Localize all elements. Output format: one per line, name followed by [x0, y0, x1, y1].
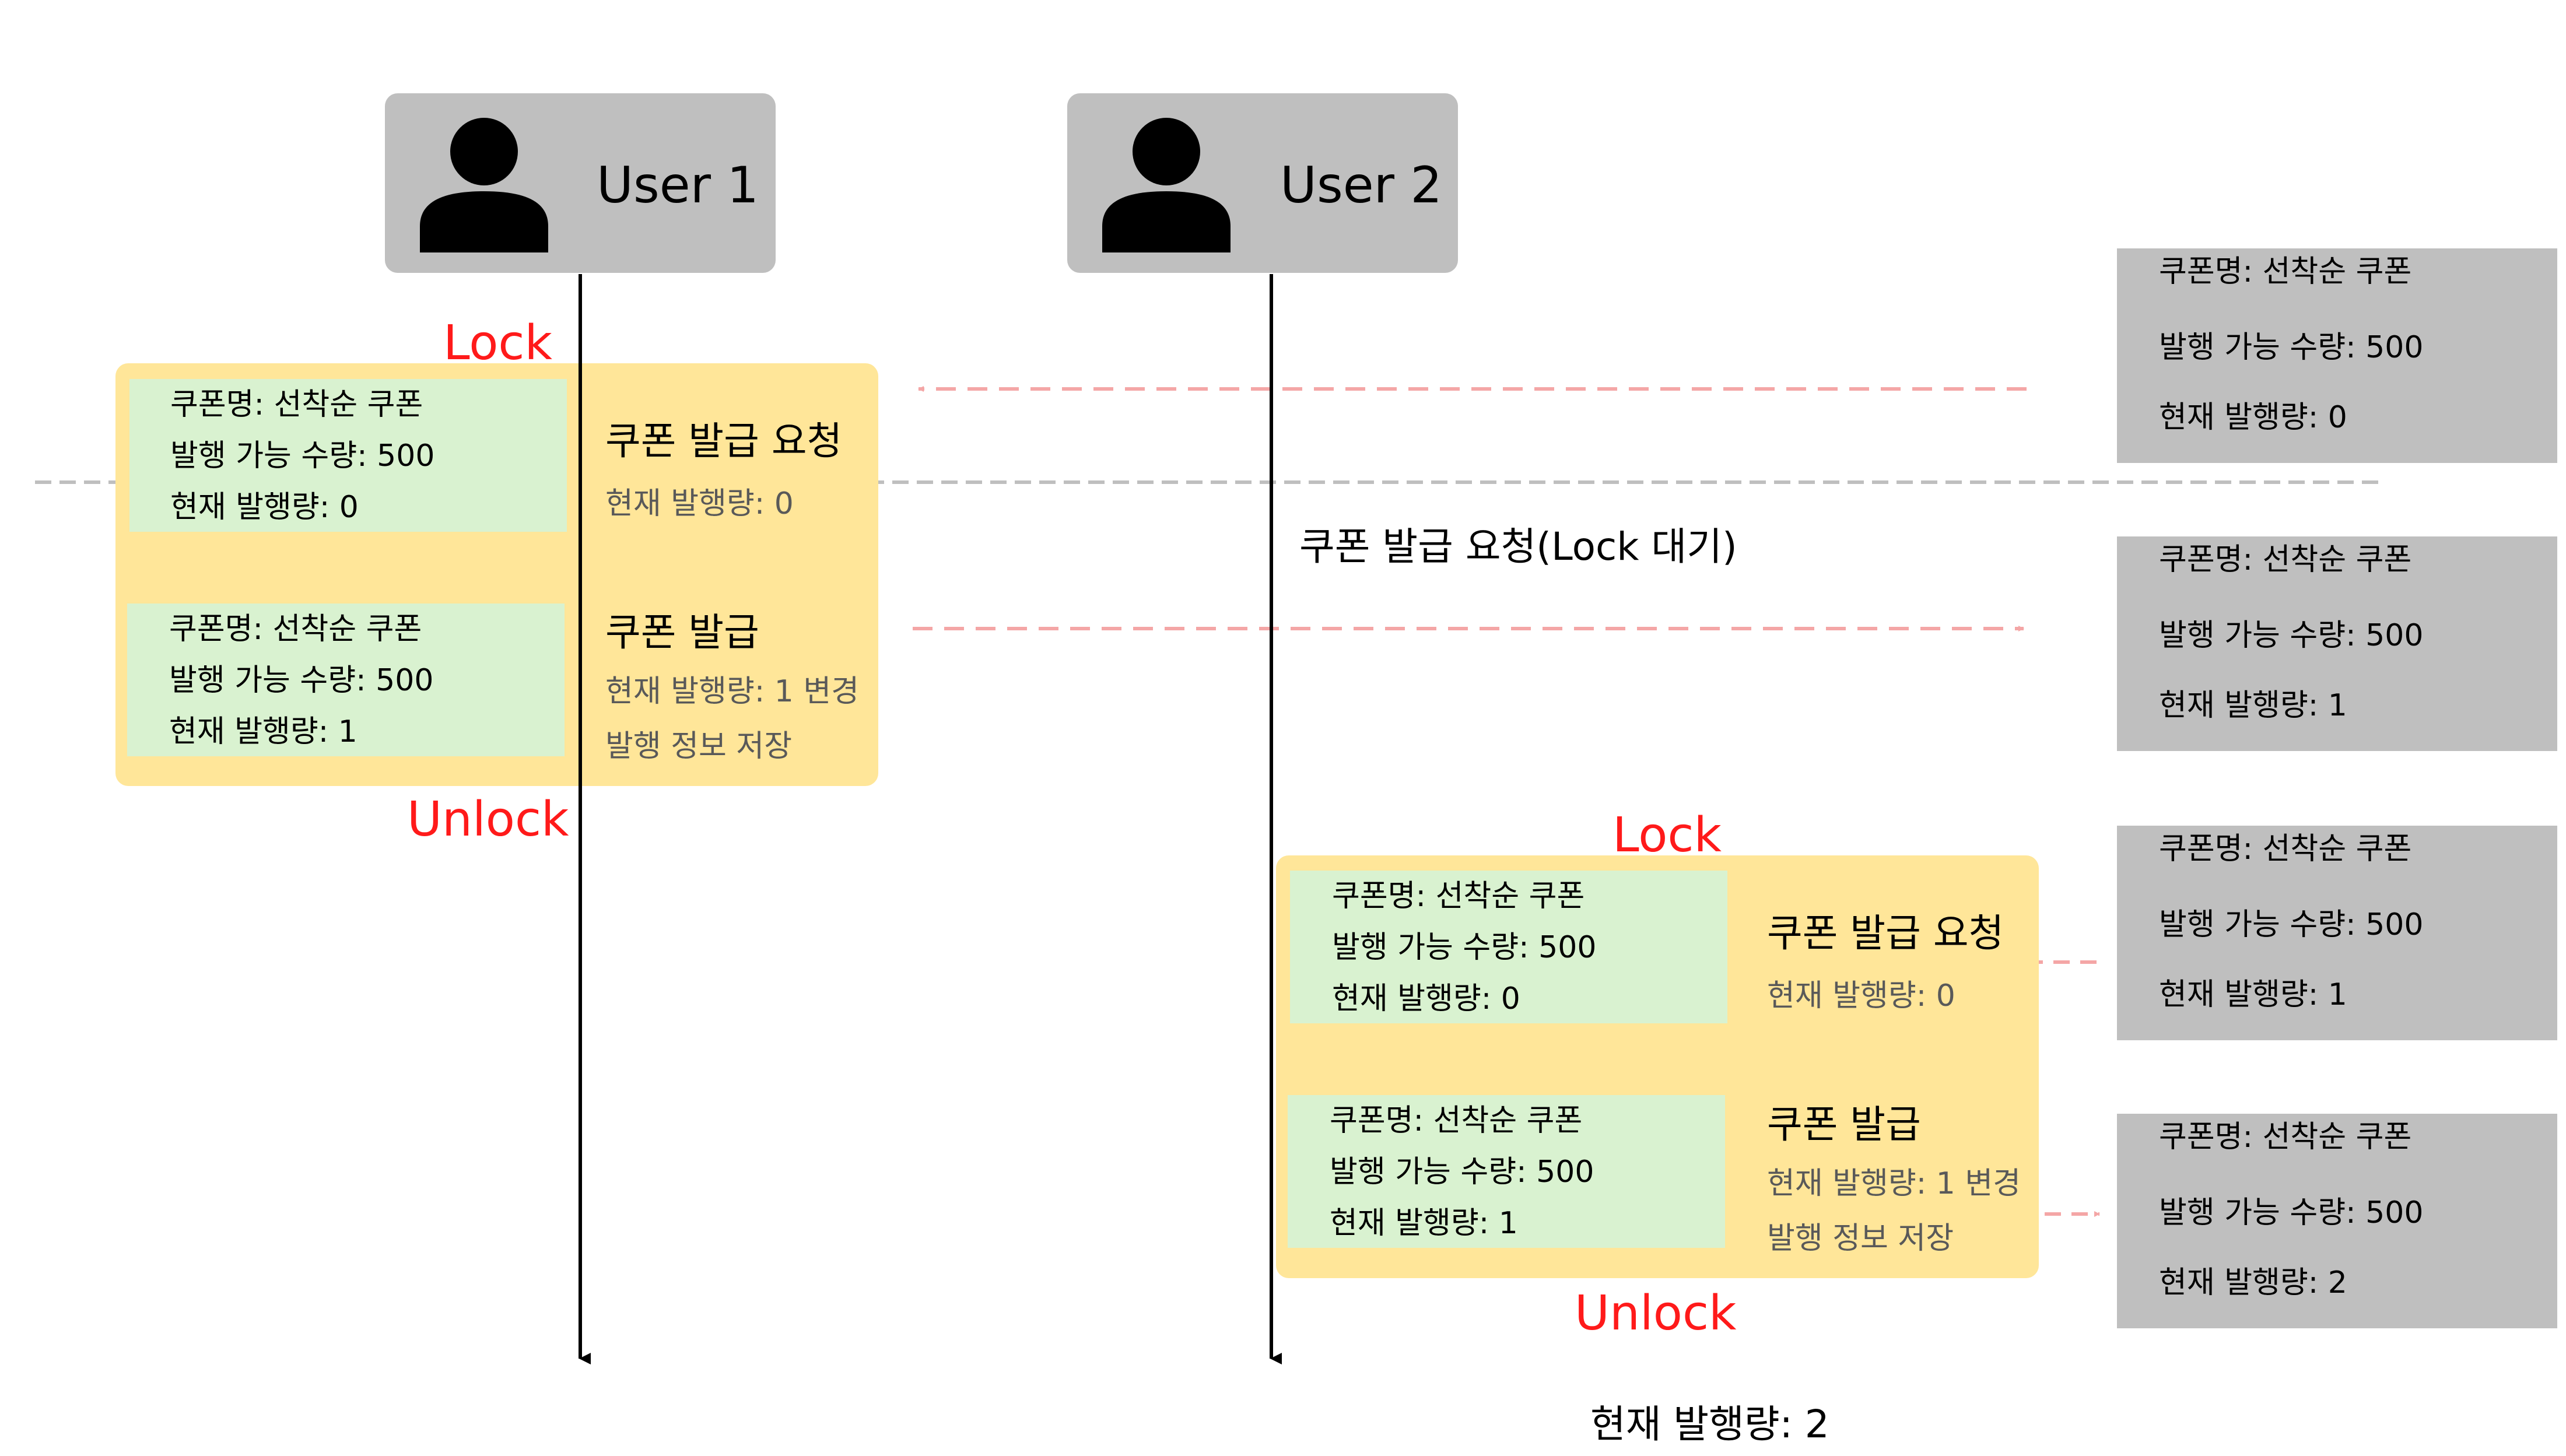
coupon-name: 쿠폰명: 선착순 쿠폰 [1330, 1103, 1583, 1138]
person-icon [420, 118, 548, 252]
state-box: 쿠폰명: 선착순 쿠폰 발행 가능 수량: 500 현재 발행량: 1 [1288, 1095, 1725, 1248]
db-state-box: 쿠폰명: 선착순 쿠폰 발행 가능 수량: 500 현재 발행량: 0 [2117, 248, 2557, 463]
step-request-issued: 현재 발행량: 0 [605, 486, 794, 521]
coupon-issued: 현재 발행량: 1 [2159, 977, 2347, 1012]
user-2-label: User 2 [1280, 156, 1443, 215]
unlock-label: Unlock [407, 792, 569, 847]
db-state-box: 쿠폰명: 선착순 쿠폰 발행 가능 수량: 500 현재 발행량: 1 [2117, 536, 2557, 751]
lock-label: Lock [443, 315, 552, 371]
coupon-issued: 현재 발행량: 0 [170, 490, 359, 525]
wait-lock-label: 쿠폰 발급 요청(Lock 대기) [1299, 524, 1737, 569]
step-issue-title: 쿠폰 발급 [1767, 1102, 1921, 1147]
user-1-label: User 1 [597, 156, 759, 215]
user-1-box: User 1 [385, 93, 776, 273]
coupon-capacity: 발행 가능 수량: 500 [1332, 930, 1597, 965]
coupon-issued: 현재 발행량: 2 [2159, 1265, 2347, 1300]
coupon-name: 쿠폰명: 선착순 쿠폰 [2159, 1120, 2412, 1155]
step-issue-change: 현재 발행량: 1 변경 [605, 674, 860, 709]
unlock-label: Unlock [1575, 1286, 1737, 1341]
coupon-name: 쿠폰명: 선착순 쿠폰 [1332, 879, 1585, 914]
person-icon [1102, 118, 1231, 252]
coupon-capacity: 발행 가능 수량: 500 [2159, 1195, 2424, 1230]
final-issued-label: 현재 발행량: 2 [1590, 1402, 1829, 1447]
state-box: 쿠폰명: 선착순 쿠폰 발행 가능 수량: 500 현재 발행량: 0 [129, 379, 567, 532]
step-issue-change: 현재 발행량: 1 변경 [1767, 1166, 2021, 1201]
coupon-issued: 현재 발행량: 1 [2159, 688, 2347, 723]
coupon-issued: 현재 발행량: 1 [1330, 1206, 1518, 1241]
coupon-capacity: 발행 가능 수량: 500 [2159, 907, 2424, 942]
state-box: 쿠폰명: 선착순 쿠폰 발행 가능 수량: 500 현재 발행량: 1 [127, 604, 565, 756]
coupon-capacity: 발행 가능 수량: 500 [2159, 330, 2424, 365]
coupon-issued: 현재 발행량: 0 [2159, 400, 2347, 435]
step-issue-save: 발행 정보 저장 [605, 729, 793, 764]
coupon-name: 쿠폰명: 선착순 쿠폰 [170, 387, 423, 422]
coupon-capacity: 발행 가능 수량: 500 [170, 438, 435, 473]
step-issue-save: 발행 정보 저장 [1767, 1221, 1954, 1256]
coupon-capacity: 발행 가능 수량: 500 [2159, 618, 2424, 653]
state-box: 쿠폰명: 선착순 쿠폰 발행 가능 수량: 500 현재 발행량: 0 [1290, 871, 1727, 1023]
db-state-box: 쿠폰명: 선착순 쿠폰 발행 가능 수량: 500 현재 발행량: 2 [2117, 1114, 2557, 1328]
step-request-issued: 현재 발행량: 0 [1767, 978, 1955, 1013]
coupon-name: 쿠폰명: 선착순 쿠폰 [2159, 542, 2412, 577]
coupon-issued: 현재 발행량: 1 [169, 714, 357, 749]
coupon-name: 쿠폰명: 선착순 쿠폰 [2159, 254, 2412, 289]
coupon-name: 쿠폰명: 선착순 쿠폰 [2159, 832, 2412, 866]
db-state-box: 쿠폰명: 선착순 쿠폰 발행 가능 수량: 500 현재 발행량: 1 [2117, 826, 2557, 1040]
coupon-capacity: 발행 가능 수량: 500 [169, 663, 434, 698]
lock-label: Lock [1612, 808, 1722, 863]
step-request-title: 쿠폰 발급 요청 [605, 419, 843, 464]
step-issue-title: 쿠폰 발급 [605, 610, 759, 655]
coupon-issued: 현재 발행량: 0 [1332, 981, 1520, 1016]
coupon-capacity: 발행 가능 수량: 500 [1330, 1155, 1594, 1190]
user-2-box: User 2 [1067, 93, 1458, 273]
step-request-title: 쿠폰 발급 요청 [1767, 911, 2004, 956]
coupon-name: 쿠폰명: 선착순 쿠폰 [169, 612, 422, 647]
